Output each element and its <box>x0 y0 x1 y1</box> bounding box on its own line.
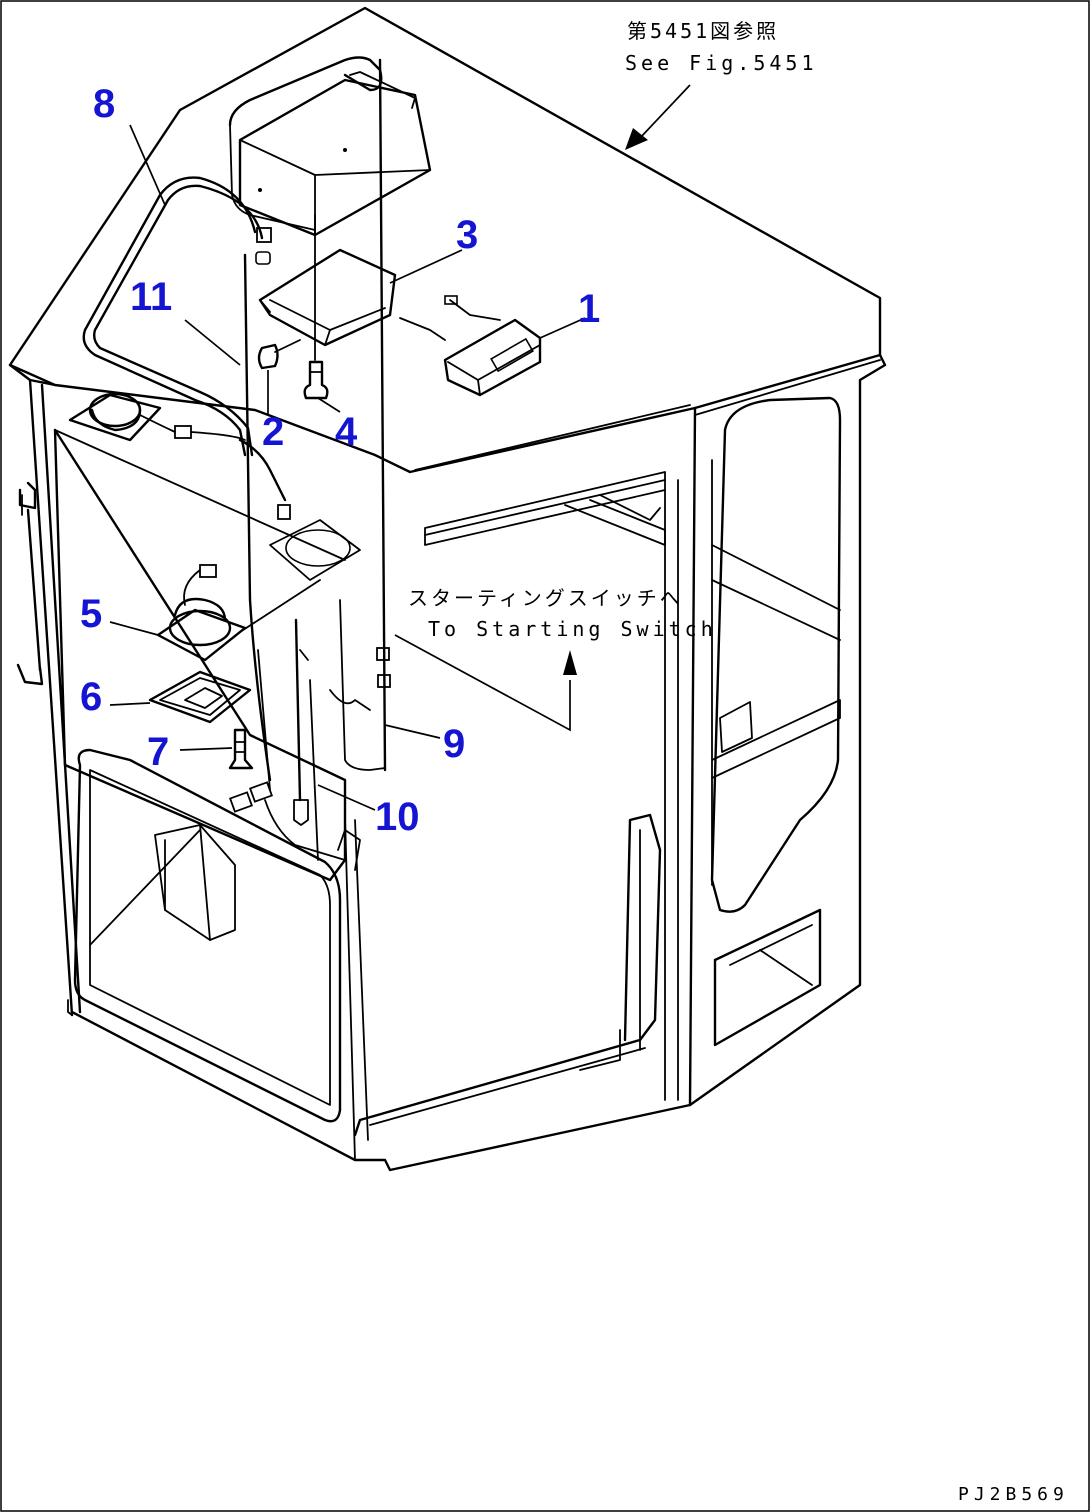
speaker <box>156 564 321 662</box>
mounting-screw <box>303 214 329 400</box>
callout-10: 10 <box>375 795 420 839</box>
callout-1: 1 <box>578 287 600 331</box>
callout-2: 2 <box>262 410 284 454</box>
cab-outline <box>8 6 887 1172</box>
callout-8: 8 <box>93 82 115 126</box>
radio-bracket <box>258 248 397 347</box>
connector <box>228 781 274 813</box>
callout-5: 5 <box>80 592 102 636</box>
antenna-lead <box>264 618 371 861</box>
speaker-grille <box>148 670 252 724</box>
radio-unit <box>399 295 542 397</box>
top-reference-jp: 第5451図参照 <box>627 19 779 43</box>
callout-11: 11 <box>130 275 172 319</box>
drawing-code: PJ2B569 <box>958 1484 1069 1505</box>
overhead-console <box>228 56 432 237</box>
leader-lines <box>109 84 691 811</box>
upper-speaker <box>68 392 246 442</box>
top-reference-en: See Fig.5451 <box>625 51 818 75</box>
callout-9: 9 <box>443 722 465 766</box>
switch-reference-jp: スターティングスイッチへ <box>408 586 683 610</box>
wiring-harness <box>82 58 391 791</box>
callout-4: 4 <box>335 410 358 454</box>
cab-frame <box>353 396 842 1137</box>
grille-screw <box>228 728 254 770</box>
switch-reference-en: To Starting Switch <box>428 617 717 641</box>
speaker-panel <box>269 519 361 581</box>
callout-3: 3 <box>456 213 478 257</box>
callout-6: 6 <box>80 675 102 719</box>
callout-7: 7 <box>147 730 169 774</box>
light-switch <box>255 251 301 370</box>
